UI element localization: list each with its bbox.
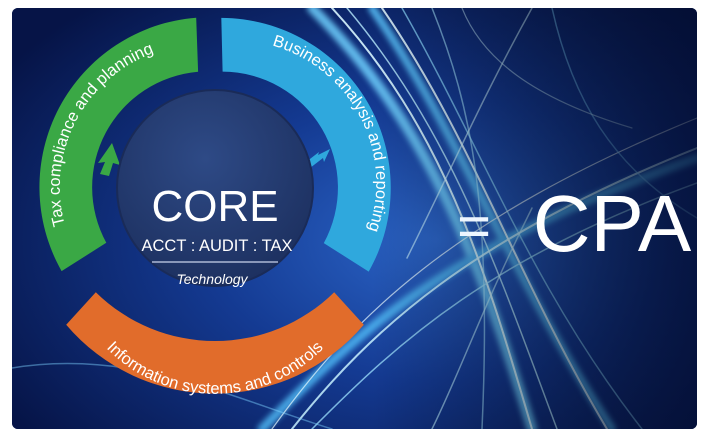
arrow-down-icon <box>202 344 221 364</box>
core-circle <box>116 89 314 287</box>
core-title: CORE <box>151 182 278 231</box>
arrow-up-left-icon <box>98 143 120 176</box>
core-caption: Technology <box>176 271 248 287</box>
equals-sign: = <box>457 194 491 259</box>
segment-information-systems <box>66 292 364 394</box>
cpa-diagram: CORE ACCT : AUDIT : TAX Technology Tax c… <box>12 8 697 429</box>
arrow-up-right-icon <box>306 149 330 168</box>
background-vignette <box>372 8 697 429</box>
segment-tax-compliance <box>39 17 199 272</box>
cpa-title: CPA <box>533 179 692 268</box>
segment-business-analysis <box>221 17 391 272</box>
diagram-canvas: CORE ACCT : AUDIT : TAX Technology Tax c… <box>12 8 697 429</box>
core-subtitle: ACCT : AUDIT : TAX <box>142 237 293 255</box>
